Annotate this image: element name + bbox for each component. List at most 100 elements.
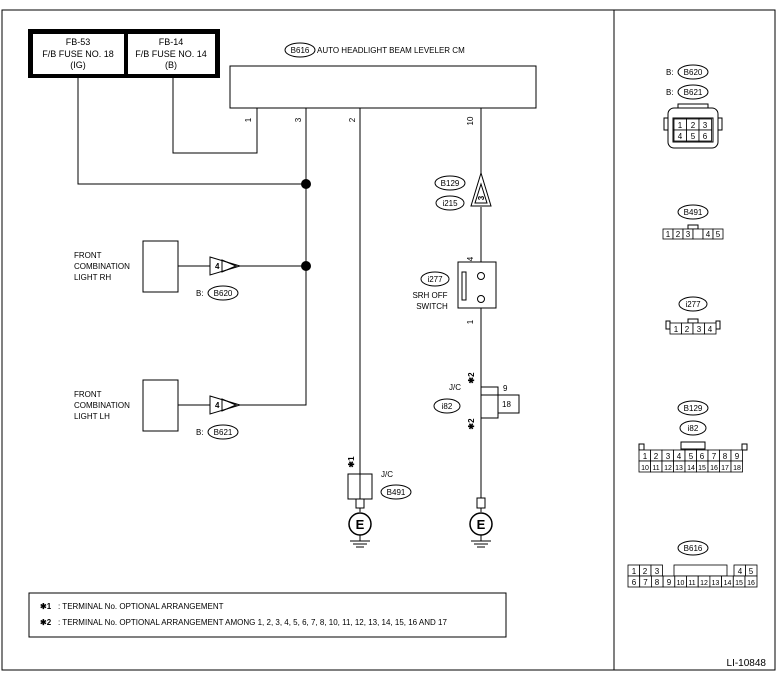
jc-right-connector: i82 xyxy=(442,402,453,411)
jc-right-mark-bottom: ✱2 xyxy=(467,418,476,430)
cv-i277-oval xyxy=(678,296,708,312)
switch-connector: i277 xyxy=(427,275,443,284)
fuse-fb14-circuit: (B) xyxy=(165,60,177,70)
wire-fb53 xyxy=(77,78,306,185)
cv-b491-latch xyxy=(687,224,699,230)
cv-b491-pin: 4 xyxy=(706,230,711,239)
i215-oval xyxy=(435,195,465,211)
notes-frame xyxy=(28,592,507,638)
cv-b620-side-l xyxy=(663,117,669,131)
wires xyxy=(77,78,482,498)
note-2-mark: ✱2 xyxy=(40,618,52,627)
cv-b621-label: B621 xyxy=(684,88,703,97)
control-module: B616 AUTO HEADLIGHT BEAM LEVELER CM 1 3 … xyxy=(229,42,537,125)
light-lh-box xyxy=(142,379,179,432)
cv-b129-pin: 12 xyxy=(664,465,672,472)
cv-b129-pin: 18 xyxy=(733,465,741,472)
switch-label-2: SWITCH xyxy=(416,302,448,311)
ground-right: E xyxy=(469,497,493,548)
cv-b129-pin: 13 xyxy=(675,465,683,472)
harness-joint: 3 B129 i215 xyxy=(434,171,492,211)
cv-b129-pin: 10 xyxy=(641,465,649,472)
harness-joint-connector-bottom: i215 xyxy=(442,199,458,208)
cv-b616-pin: 16 xyxy=(747,580,755,587)
cv-b616-cell xyxy=(744,575,758,588)
light-rh-box xyxy=(142,240,179,293)
cv-i277-latch xyxy=(687,318,699,324)
cv-b129-pin: 8 xyxy=(723,452,728,461)
cm-connector: B616 xyxy=(291,46,310,55)
switch-contact-bottom xyxy=(477,295,485,303)
light-lh-prefix: B: xyxy=(196,428,204,437)
cv-i277-pin: 3 xyxy=(697,325,702,334)
ground-right-symbol: E xyxy=(477,517,486,532)
cv-b129-pin: 9 xyxy=(735,452,740,461)
cv-b129-pin: 4 xyxy=(677,452,682,461)
cv-b129-side-l xyxy=(638,443,645,451)
wire-pin3 xyxy=(238,108,307,406)
front-light-rh: FRONT COMBINATION LIGHT RH 4 B: B620 xyxy=(74,240,242,301)
cv-b491-pin: 2 xyxy=(676,230,681,239)
note-1-text: : TERMINAL No. OPTIONAL ARRANGEMENT xyxy=(58,602,224,611)
harness-joint-arrow xyxy=(470,171,492,207)
connector-view-b616: B616 1 2 3 4 5 xyxy=(627,540,758,588)
cv-i277-pins: 1 2 3 4 xyxy=(669,322,717,335)
light-lh-label-2: COMBINATION xyxy=(74,401,130,410)
cv-b129-latch xyxy=(680,441,706,450)
cm-pin-10: 10 xyxy=(466,116,475,125)
figure-id: LI-10848 xyxy=(727,658,767,669)
splice-upper xyxy=(301,179,311,189)
fuse-fb14-name: F/B FUSE NO. 14 xyxy=(135,49,207,59)
cv-b129-pins: 1 2 3 4 5 6 7 8 9 10 11 12 13 14 15 16 1… xyxy=(638,449,743,473)
cv-b129-cell xyxy=(730,460,743,473)
cv-b616-pin: 10 xyxy=(677,580,685,587)
jc-left-mark: ✱1 xyxy=(347,456,356,468)
cv-i277-label: i277 xyxy=(685,300,701,309)
light-rh-label-2: COMBINATION xyxy=(74,262,130,271)
connector-view-b129-i82: B129 i82 1 2 3 4 xyxy=(638,400,748,473)
cv-b616-pin: 14 xyxy=(724,580,732,587)
cm-pin-3: 3 xyxy=(294,117,303,122)
connector-view-b620-b621: B: B620 B: B621 1 2 3 4 5 6 xyxy=(663,64,723,149)
ground-left: E xyxy=(348,498,372,548)
cv-b620-pin: 3 xyxy=(703,121,708,130)
fuse-fb53-name: F/B FUSE NO. 18 xyxy=(42,49,114,59)
front-light-lh: FRONT COMBINATION LIGHT LH 4 B: B621 xyxy=(74,379,242,440)
switch-pin-top: 4 xyxy=(466,256,475,261)
cv-b616-pin: 5 xyxy=(749,567,754,576)
jc-right-tab xyxy=(497,394,520,414)
cv-b616-pin: 1 xyxy=(632,567,637,576)
ground-left-symbol: E xyxy=(356,517,365,532)
cv-b129-pin: 16 xyxy=(710,465,718,472)
cv-b129-pin: 1 xyxy=(643,452,648,461)
light-rh-label-3: LIGHT RH xyxy=(74,273,111,282)
fuse-fb53-id: FB-53 xyxy=(66,37,91,47)
jc-right-mark-top: ✱2 xyxy=(467,372,476,384)
cv-b491-pin: 3 xyxy=(686,230,691,239)
i277-oval xyxy=(420,271,450,287)
cv-i277-side-l xyxy=(665,320,671,330)
srh-off-switch: 4 1 i277 SRH OFF SWITCH xyxy=(412,256,497,324)
ground-right-stub xyxy=(476,497,486,509)
cv-b129-pin: 11 xyxy=(652,465,659,472)
cv-i82-oval xyxy=(679,420,707,436)
cv-i277-pin: 2 xyxy=(685,325,690,334)
cv-b620-pin: 6 xyxy=(703,132,708,141)
splice-lower xyxy=(301,261,311,271)
switch-label-1: SRH OFF xyxy=(412,291,447,300)
cv-i277-cell xyxy=(704,322,717,335)
cv-b129-label: B129 xyxy=(684,404,703,413)
light-rh-prefix: B: xyxy=(196,289,204,298)
cv-b616-oval xyxy=(677,540,709,556)
cm-box xyxy=(229,65,537,109)
cv-b621-prefix: B: xyxy=(666,88,674,97)
cv-i277-pin: 4 xyxy=(708,325,713,334)
cv-b491-pin: 5 xyxy=(716,230,721,239)
cv-b620-pin: 1 xyxy=(678,121,683,130)
cv-b491-label: B491 xyxy=(684,208,703,217)
cv-b621-oval xyxy=(677,84,709,100)
cv-b616-pin: 4 xyxy=(738,567,743,576)
fuse-fb14 xyxy=(128,34,215,74)
cv-b129-pin: 17 xyxy=(721,465,729,472)
harness-joint-connector-top: B129 xyxy=(441,179,460,188)
